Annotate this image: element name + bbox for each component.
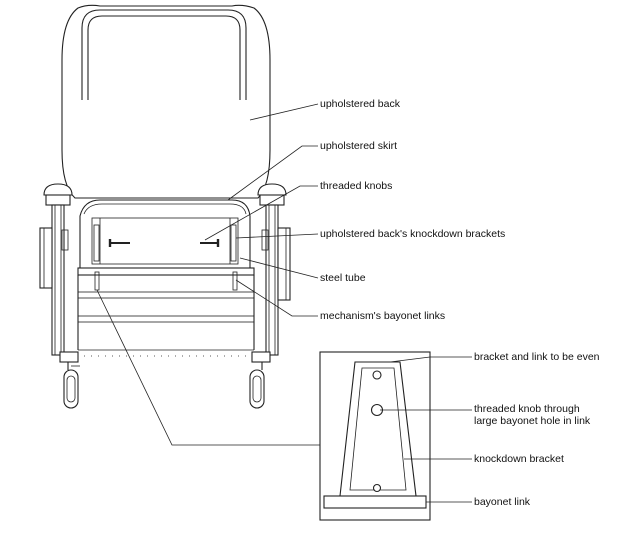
right-caster [249, 351, 271, 409]
label-threaded-knob-line2: large bayonet hole in link [474, 415, 591, 427]
label-bayonet-link: bayonet link [474, 496, 531, 508]
labels: upholstered back upholstered skirt threa… [320, 98, 600, 508]
chair-drawing [39, 4, 291, 409]
label-knockdown-bracket: knockdown bracket [474, 453, 564, 465]
bayonet-hole-bottom [372, 483, 382, 493]
label-steel-tube: steel tube [320, 272, 366, 284]
upholstered-back [61, 4, 271, 199]
detail-connector-line [96, 289, 320, 446]
right-side-post [257, 183, 291, 356]
label-bracket-link-even: bracket and link to be even [474, 351, 600, 363]
steel-tube [77, 267, 255, 276]
threaded-knob-left [108, 239, 130, 247]
label-threaded-knob-line1: threaded knob through [474, 403, 580, 415]
label-knockdown-brackets: upholstered back's knockdown brackets [320, 228, 505, 240]
detail-inset [319, 351, 431, 521]
left-side-post [39, 183, 73, 356]
bayonet-hole-small [372, 370, 382, 380]
bayonet-link-detail [323, 495, 427, 509]
label-threaded-knobs: threaded knobs [320, 180, 392, 192]
left-caster [59, 351, 80, 409]
label-bayonet-links: mechanism's bayonet links [320, 310, 445, 322]
leader-lines [204, 103, 472, 503]
upholstered-skirt [79, 199, 251, 271]
label-upholstered-back: upholstered back [320, 98, 401, 110]
label-upholstered-skirt: upholstered skirt [320, 140, 397, 152]
threaded-knob-right [200, 239, 220, 247]
